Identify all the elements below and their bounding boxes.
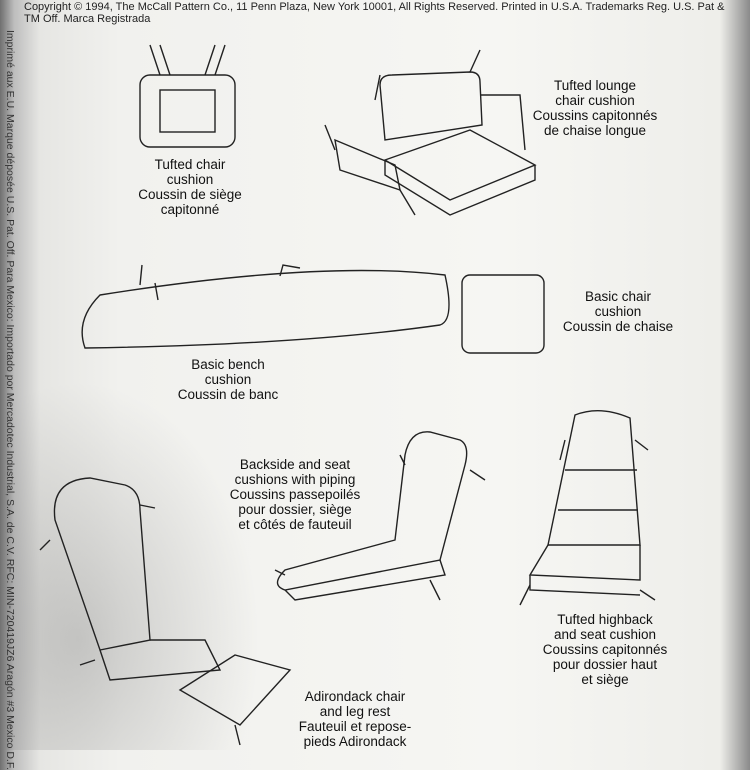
copyright-line: Copyright © 1994, The McCall Pattern Co.… xyxy=(24,1,725,25)
caption-line: cushions with piping xyxy=(234,472,356,487)
caption-line: pieds Adirondack xyxy=(303,734,407,749)
scan-shadow xyxy=(0,380,260,750)
import-notice: Imprimé aux E.U. Marque déposée U.S. Pat… xyxy=(4,30,16,770)
tufted-chair-cushion-drawing xyxy=(139,44,236,148)
caption-line: Fauteuil et repose- xyxy=(298,719,412,734)
adirondack-cushion-drawing xyxy=(39,477,292,746)
piping-cushion-drawing xyxy=(274,431,486,601)
caption-line: et côtés de fauteuil xyxy=(238,517,352,532)
caption-line: and leg rest xyxy=(319,704,391,719)
basic-chair-cushion-drawing xyxy=(461,274,545,354)
caption-line: Coussin de chaise xyxy=(562,319,674,334)
caption-basic-chair: Basic chair cushion Coussin de chaise xyxy=(548,289,688,334)
caption-tufted-highback: Tufted highback and seat cushion Coussin… xyxy=(535,612,675,687)
cushion-illustrations xyxy=(39,44,656,746)
caption-tufted-chair: Tufted chair cushion Coussin de siège ca… xyxy=(120,157,260,217)
caption-line: et siège xyxy=(581,672,629,687)
caption-line: capitonné xyxy=(160,202,220,217)
caption-line: Coussin de siège xyxy=(138,187,242,202)
caption-line: Tufted lounge xyxy=(553,78,637,93)
caption-line: cushion xyxy=(166,172,214,187)
caption-line: cushion xyxy=(204,372,252,387)
caption-line: Basic chair xyxy=(584,289,652,304)
caption-basic-bench: Basic bench cushion Coussin de banc xyxy=(158,357,298,402)
caption-tufted-lounge: Tufted lounge chair cushion Coussins cap… xyxy=(525,78,665,138)
caption-adirondack: Adirondack chair and leg rest Fauteuil e… xyxy=(285,689,425,749)
caption-line: Coussins passepoilés xyxy=(229,487,361,502)
caption-backside-seat: Backside and seat cushions with piping C… xyxy=(220,457,370,532)
caption-line: pour dossier, siège xyxy=(238,502,352,517)
caption-line: Coussins capitonnés xyxy=(542,642,668,657)
caption-line: Basic bench xyxy=(191,357,265,372)
caption-line: and seat cushion xyxy=(553,627,657,642)
tufted-lounge-cushion-drawing xyxy=(324,49,537,216)
caption-line: de chaise longue xyxy=(543,123,647,138)
caption-line: Tufted highback xyxy=(557,612,653,627)
caption-line: pour dossier haut xyxy=(552,657,658,672)
caption-line: Coussins capitonnés xyxy=(532,108,658,123)
basic-bench-cushion-drawing xyxy=(81,264,450,349)
caption-line: Adirondack chair xyxy=(304,689,406,704)
caption-line: Backside and seat xyxy=(239,457,351,472)
highback-cushion-drawing xyxy=(519,410,656,606)
caption-line: cushion xyxy=(594,304,642,319)
caption-line: Coussin de banc xyxy=(177,387,279,402)
caption-line: Tufted chair xyxy=(154,157,226,172)
caption-line: chair cushion xyxy=(555,93,635,108)
